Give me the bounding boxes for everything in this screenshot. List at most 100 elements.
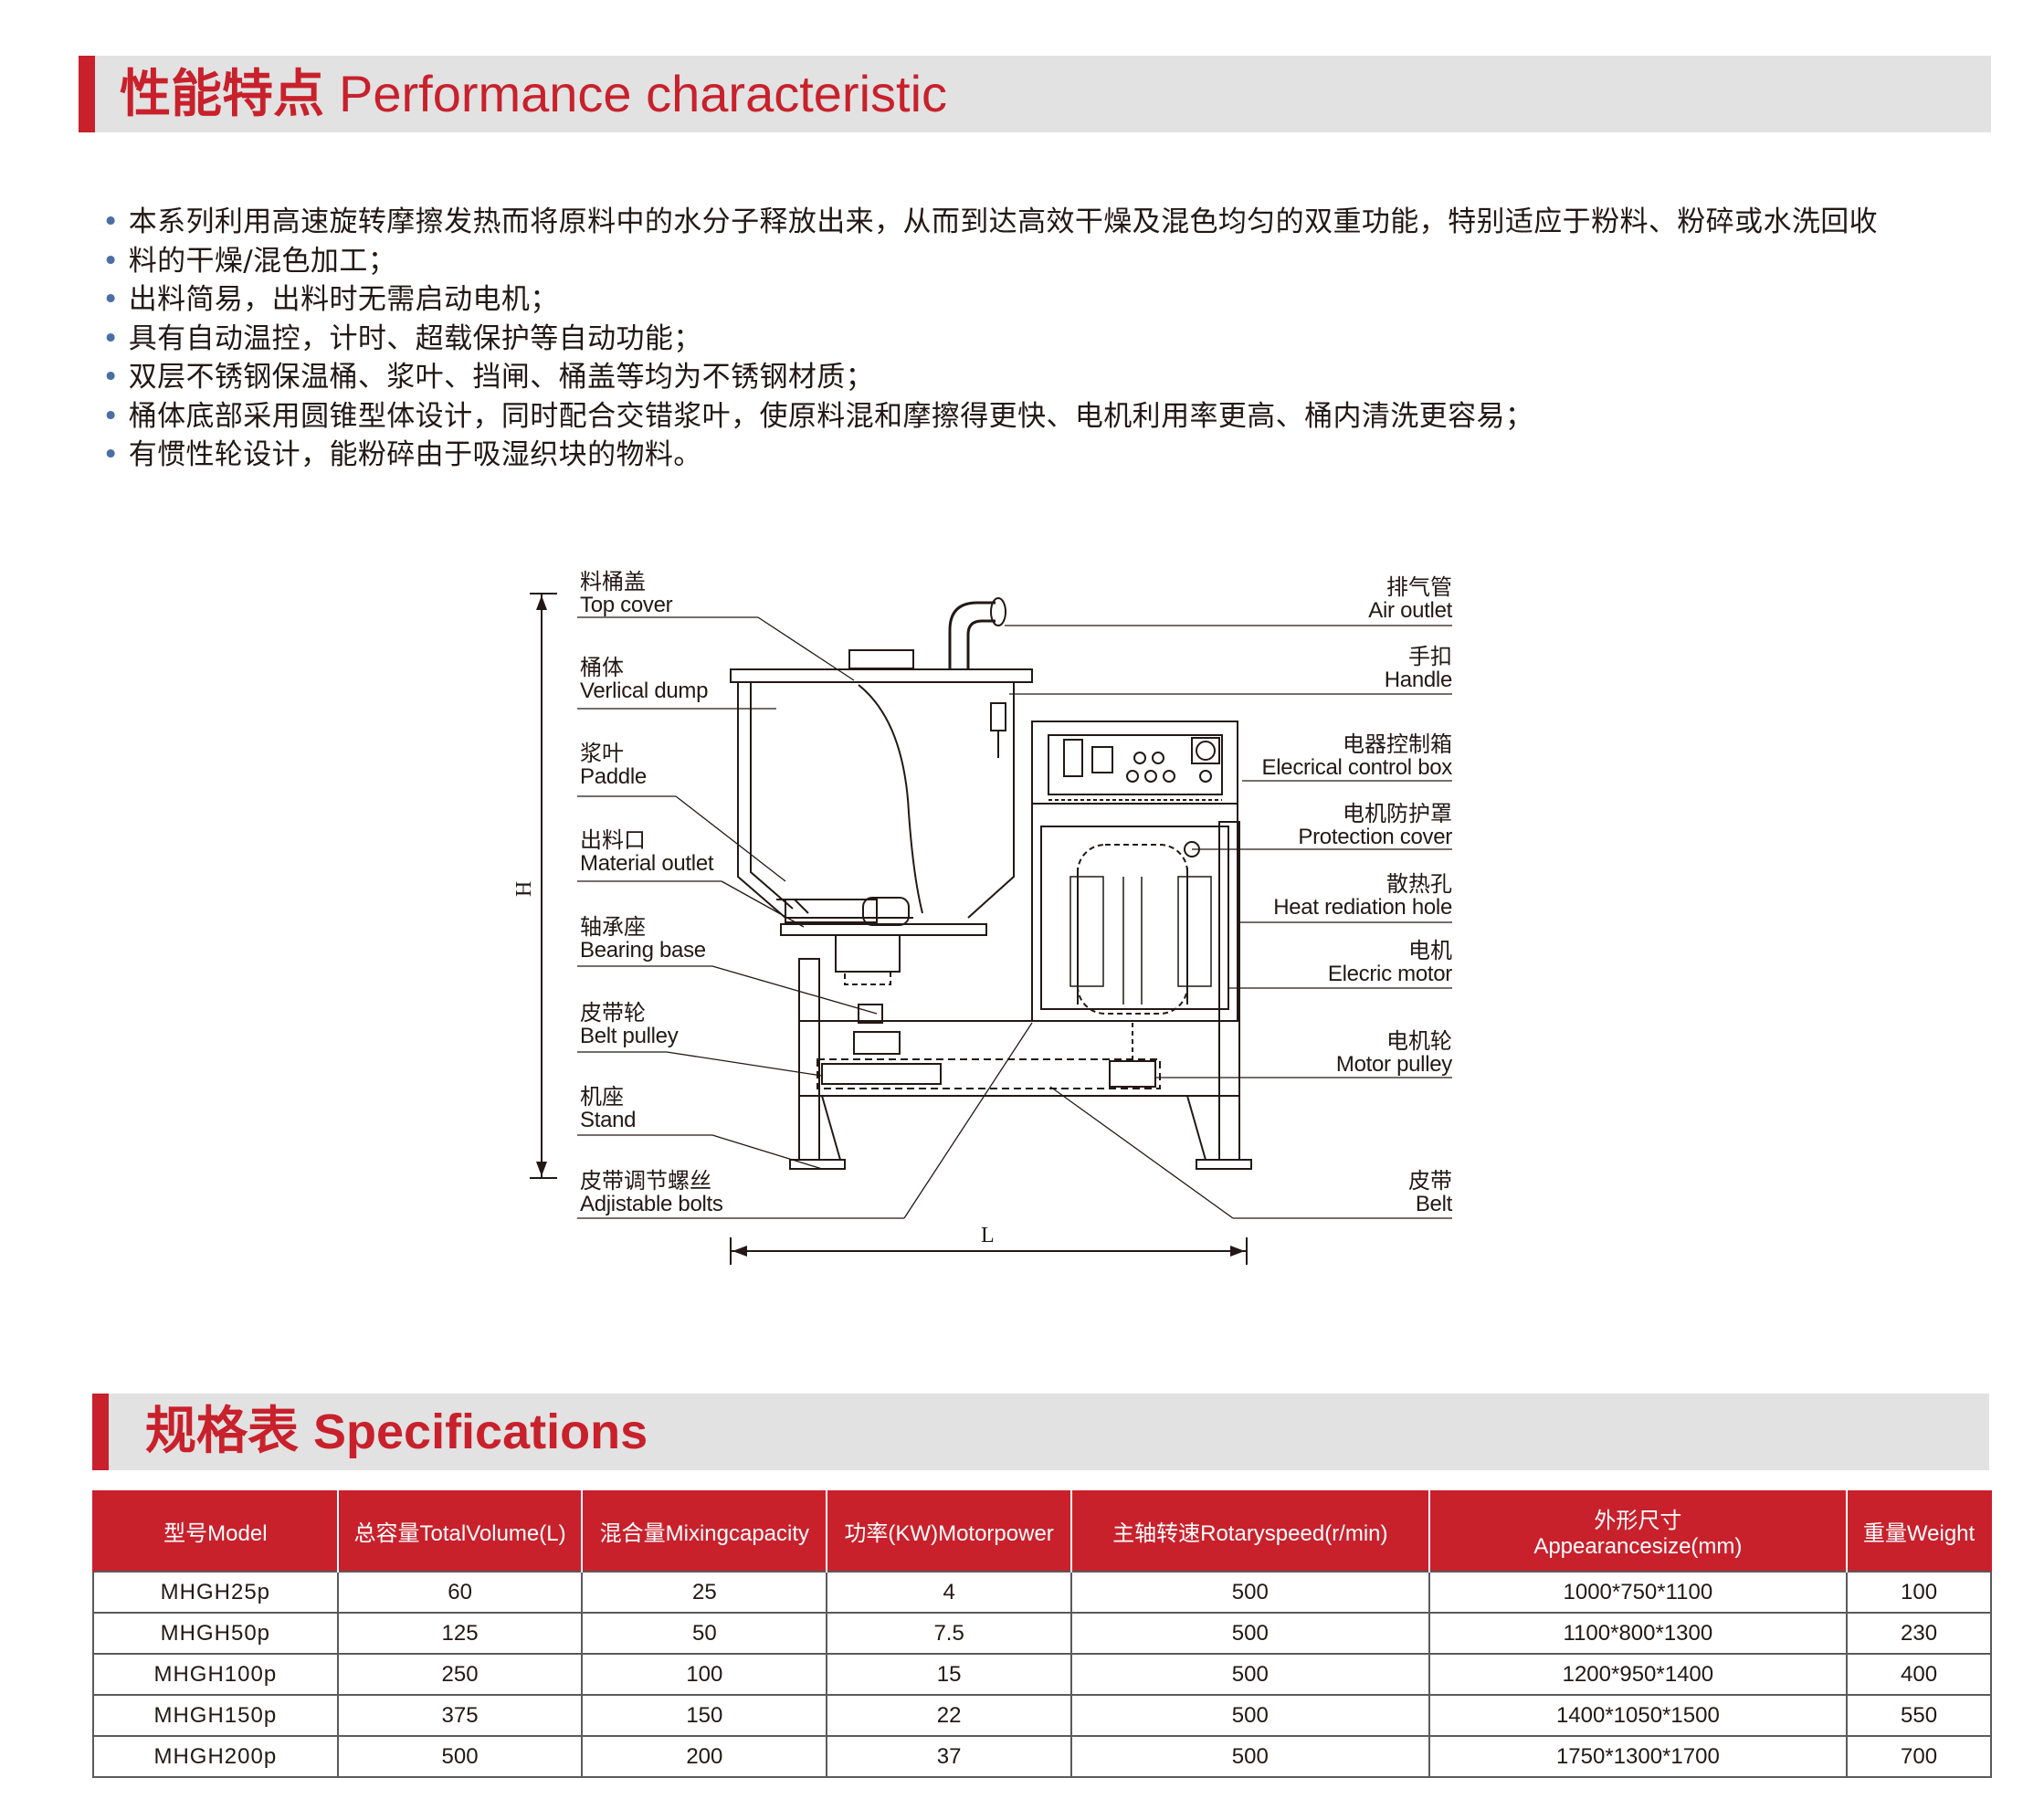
dimension-length-label: L xyxy=(981,1224,995,1247)
label-electric-motor: 电机 Elecric motor xyxy=(1328,939,1452,986)
cell-mixing-capacity: 100 xyxy=(581,1653,828,1696)
label-zh: 皮带调节螺丝 xyxy=(580,1168,711,1194)
label-zh: 皮带 xyxy=(1408,1168,1452,1194)
table-header-row: 型号Model 总容量TotalVolume(L) 混合量Mixingcapac… xyxy=(92,1490,1992,1572)
label-zh: 出料口 xyxy=(580,827,646,853)
label-zh: 桶体 xyxy=(580,655,624,680)
label-en: Protection cover xyxy=(1298,825,1452,849)
feature-list: 本系列利用高速旋转摩擦发热而将原料中的水分子释放出来，从而到达高效干燥及混色均匀… xyxy=(102,203,1878,475)
performance-title-zh: 性能特点 xyxy=(120,65,324,124)
label-en: Top cover xyxy=(580,593,673,617)
label-en: Paddle xyxy=(580,764,647,789)
cell-weight: 400 xyxy=(1846,1653,1992,1696)
cell-total-volume: 60 xyxy=(336,1571,584,1614)
label-zh: 电机防护罩 xyxy=(1343,801,1452,826)
cell-motor-power: 4 xyxy=(826,1571,1073,1614)
header-motor-power: 功率(KW)Motorpower xyxy=(826,1490,1073,1572)
header-mixing-capacity: 混合量Mixingcapacity xyxy=(581,1490,828,1572)
cell-model: MHGH50p xyxy=(92,1612,339,1655)
feature-item: 出料简易，出料时无需启动电机； xyxy=(102,280,1878,320)
label-belt: 皮带 Belt xyxy=(1408,1169,1452,1216)
header-appearance-size-en: Appearancesize(mm) xyxy=(1533,1533,1743,1559)
cell-mixing-capacity: 200 xyxy=(581,1735,828,1778)
header-total-volume: 总容量TotalVolume(L) xyxy=(336,1490,584,1572)
header-weight: 重量Weight xyxy=(1846,1490,1992,1572)
cell-appearance-size: 1750*1300*1700 xyxy=(1428,1735,1849,1778)
specifications-title-en: Specifications xyxy=(313,1404,648,1459)
cell-model: MHGH25p xyxy=(92,1571,339,1614)
specifications-table: 型号Model 总容量TotalVolume(L) 混合量Mixingcapac… xyxy=(92,1490,1992,1778)
cell-weight: 700 xyxy=(1846,1735,1992,1778)
feature-item: 双层不锈钢保温桶、浆叶、挡闸、桶盖等均为不锈钢材质； xyxy=(102,358,1878,397)
label-en: Material outlet xyxy=(580,851,714,876)
cell-motor-power: 22 xyxy=(826,1694,1073,1737)
cell-total-volume: 125 xyxy=(336,1612,584,1655)
cell-model: MHGH150p xyxy=(92,1694,339,1737)
header-model: 型号Model xyxy=(92,1490,339,1572)
label-motor-pulley: 电机轮 Motor pulley xyxy=(1336,1029,1452,1077)
label-zh: 排气管 xyxy=(1386,574,1452,600)
cell-model: MHGH200p xyxy=(92,1735,339,1778)
cell-total-volume: 500 xyxy=(336,1735,584,1778)
label-adjustable-bolts: 皮带调节螺丝 Adjistable bolts xyxy=(580,1169,723,1216)
table-row: MHGH25p 60 25 4 500 1000*750*1100 100 xyxy=(92,1571,1992,1614)
label-zh: 料桶盖 xyxy=(580,569,646,594)
banner-accent-bar xyxy=(92,1394,109,1470)
label-en: Belt pulley xyxy=(580,1024,679,1048)
label-stand: 机座 Stand xyxy=(580,1084,637,1132)
cell-mixing-capacity: 50 xyxy=(581,1612,828,1655)
label-en: Bearing base xyxy=(580,938,706,963)
machine-drawing xyxy=(530,593,1452,1265)
label-zh: 电器控制箱 xyxy=(1343,731,1452,757)
label-en: Belt xyxy=(1415,1192,1452,1216)
feature-item: 具有自动温控，计时、超载保护等自动功能； xyxy=(102,320,1878,359)
table-row: MHGH150p 375 150 22 500 1400*1050*1500 5… xyxy=(92,1694,1992,1737)
cell-rotary-speed: 500 xyxy=(1070,1571,1430,1614)
label-belt-pulley: 皮带轮 Belt pulley xyxy=(580,1000,679,1048)
label-zh: 手扣 xyxy=(1408,644,1452,669)
cell-motor-power: 7.5 xyxy=(826,1612,1073,1655)
label-vertical-dump: 桶体 Verlical dump xyxy=(580,656,708,703)
feature-item: 本系列利用高速旋转摩擦发热而将原料中的水分子释放出来，从而到达高效干燥及混色均匀… xyxy=(102,203,1878,242)
feature-item: 有惯性轮设计，能粉碎由于吸湿织块的物料。 xyxy=(102,436,1878,475)
cell-total-volume: 250 xyxy=(336,1653,584,1696)
cell-model: MHGH100p xyxy=(92,1653,339,1696)
table-row: MHGH100p 250 100 15 500 1200*950*1400 40… xyxy=(92,1653,1992,1696)
label-control-box: 电器控制箱 Elecrical control box xyxy=(1261,731,1453,780)
label-bearing-base: 轴承座 Bearing base xyxy=(580,915,706,963)
cell-motor-power: 37 xyxy=(826,1735,1073,1778)
label-zh: 散热孔 xyxy=(1386,871,1452,897)
label-en: Handle xyxy=(1384,668,1453,692)
feature-item: 料的干燥/混色加工； xyxy=(102,242,1878,281)
label-handle: 手扣 Handle xyxy=(1384,644,1453,692)
label-zh: 皮带轮 xyxy=(580,1000,646,1026)
cell-rotary-speed: 500 xyxy=(1070,1735,1430,1778)
cell-appearance-size: 1000*750*1100 xyxy=(1428,1571,1849,1614)
table-row: MHGH50p 125 50 7.5 500 1100*800*1300 230 xyxy=(92,1612,1992,1655)
cell-appearance-size: 1400*1050*1500 xyxy=(1428,1694,1849,1737)
label-en: Elecrical control box xyxy=(1261,755,1453,780)
cell-mixing-capacity: 25 xyxy=(581,1571,828,1614)
label-en: Motor pulley xyxy=(1335,1052,1452,1077)
cell-mixing-capacity: 150 xyxy=(581,1694,828,1737)
header-rotary-speed: 主轴转速Rotaryspeed(r/min) xyxy=(1070,1490,1430,1572)
cell-appearance-size: 1100*800*1300 xyxy=(1428,1612,1849,1655)
cell-weight: 230 xyxy=(1846,1612,1992,1655)
label-en: Elecric motor xyxy=(1327,962,1452,986)
label-material-outlet: 出料口 Material outlet xyxy=(580,827,714,876)
label-en: Air outlet xyxy=(1368,598,1452,623)
cell-weight: 550 xyxy=(1846,1694,1992,1737)
label-en: Adjistable bolts xyxy=(580,1192,723,1216)
cell-motor-power: 15 xyxy=(826,1653,1073,1696)
label-en: Heat rediation hole xyxy=(1273,895,1452,920)
header-appearance-size-zh: 外形尺寸 xyxy=(1594,1508,1682,1533)
dimension-height-label: H xyxy=(512,880,537,898)
cell-rotary-speed: 500 xyxy=(1070,1612,1430,1655)
cell-total-volume: 375 xyxy=(336,1694,584,1737)
label-zh: 机座 xyxy=(580,1084,624,1110)
banner-accent-bar xyxy=(79,56,95,132)
label-zh: 轴承座 xyxy=(580,914,646,940)
table-row: MHGH200p 500 200 37 500 1750*1300*1700 7… xyxy=(92,1735,1992,1778)
